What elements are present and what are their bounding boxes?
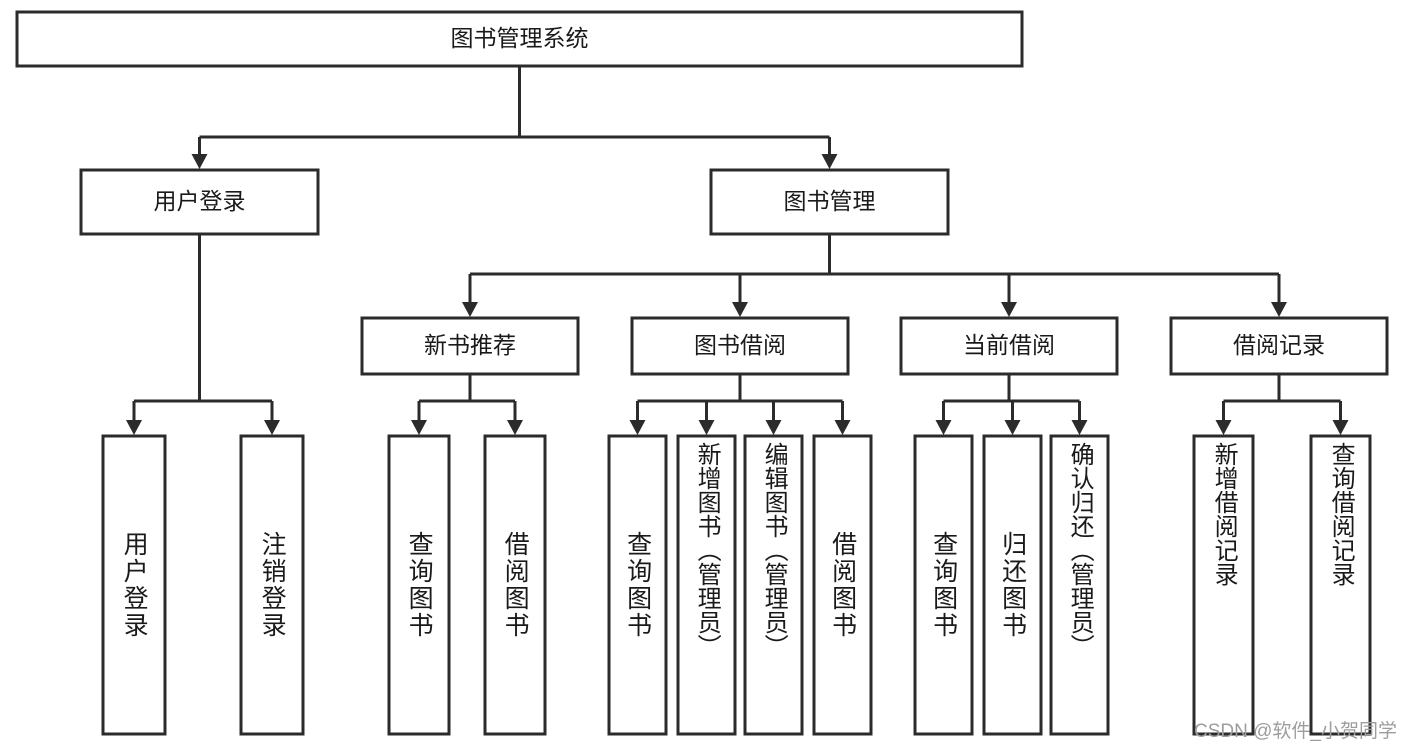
node-label: 新书推荐 bbox=[424, 332, 516, 358]
node-box[interactable] bbox=[79, 168, 320, 236]
node-box[interactable] bbox=[15, 10, 1024, 68]
node-box[interactable] bbox=[607, 434, 668, 736]
node-leaf-query-book-1[interactable] bbox=[387, 434, 451, 736]
node-box[interactable] bbox=[239, 434, 305, 736]
node-leaf-borrow-book-2[interactable] bbox=[812, 434, 873, 736]
node-book-borrow[interactable]: 图书借阅 bbox=[630, 316, 850, 376]
node-leaf-logout[interactable] bbox=[239, 434, 305, 736]
node-leaf-query-book-3[interactable] bbox=[913, 434, 974, 736]
node-label: 图书管理系统 bbox=[451, 25, 589, 51]
edge-group-root bbox=[191, 66, 838, 169]
node-label: 用户登录 bbox=[154, 188, 246, 214]
node-borrow-record[interactable]: 借阅记录 bbox=[1169, 316, 1389, 376]
node-user-login[interactable]: 用户登录 bbox=[79, 168, 320, 236]
edge-group-book-borrow bbox=[629, 374, 851, 435]
node-book-manage[interactable]: 图书管理 bbox=[709, 168, 950, 236]
node-leaf-add-book[interactable] bbox=[676, 434, 737, 736]
node-box[interactable] bbox=[1309, 434, 1372, 736]
node-leaf-borrow-book-1[interactable] bbox=[483, 434, 547, 736]
node-box[interactable] bbox=[709, 168, 950, 236]
node-box[interactable] bbox=[1049, 434, 1110, 736]
edge-group-user-login bbox=[126, 234, 280, 435]
node-leaf-user-login[interactable] bbox=[101, 434, 167, 736]
node-root[interactable]: 图书管理系统 bbox=[15, 10, 1024, 68]
node-box[interactable] bbox=[676, 434, 737, 736]
node-box[interactable] bbox=[630, 316, 850, 376]
node-box[interactable] bbox=[1169, 316, 1389, 376]
node-label: 图书管理 bbox=[784, 188, 876, 214]
node-leaf-query-record[interactable] bbox=[1309, 434, 1372, 736]
node-box[interactable] bbox=[812, 434, 873, 736]
node-box[interactable] bbox=[387, 434, 451, 736]
node-box[interactable] bbox=[913, 434, 974, 736]
node-current-borrow[interactable]: 当前借阅 bbox=[899, 316, 1119, 376]
node-leaf-query-book-2[interactable] bbox=[607, 434, 668, 736]
node-leaf-add-record[interactable] bbox=[1192, 434, 1255, 736]
node-label: 当前借阅 bbox=[963, 332, 1055, 358]
node-label: 图书借阅 bbox=[694, 332, 786, 358]
node-box[interactable] bbox=[483, 434, 547, 736]
node-box[interactable] bbox=[101, 434, 167, 736]
node-box[interactable] bbox=[899, 316, 1119, 376]
node-new-book-rec[interactable]: 新书推荐 bbox=[360, 316, 580, 376]
edge-group-current-borrow bbox=[935, 374, 1088, 435]
edge-group-book-manage bbox=[462, 234, 1287, 317]
node-box[interactable] bbox=[743, 434, 804, 736]
edge-group-borrow-record bbox=[1215, 374, 1349, 435]
node-label: 借阅记录 bbox=[1233, 332, 1325, 358]
csdn-watermark: CSDN @软件_小贺同学 bbox=[1194, 721, 1397, 742]
node-leaf-confirm-return[interactable] bbox=[1049, 434, 1110, 736]
node-leaf-return-book[interactable] bbox=[982, 434, 1043, 736]
node-leaf-edit-book[interactable] bbox=[743, 434, 804, 736]
node-box[interactable] bbox=[1192, 434, 1255, 736]
node-box[interactable] bbox=[360, 316, 580, 376]
edge-group-new-book-rec bbox=[411, 374, 523, 435]
node-box[interactable] bbox=[982, 434, 1043, 736]
